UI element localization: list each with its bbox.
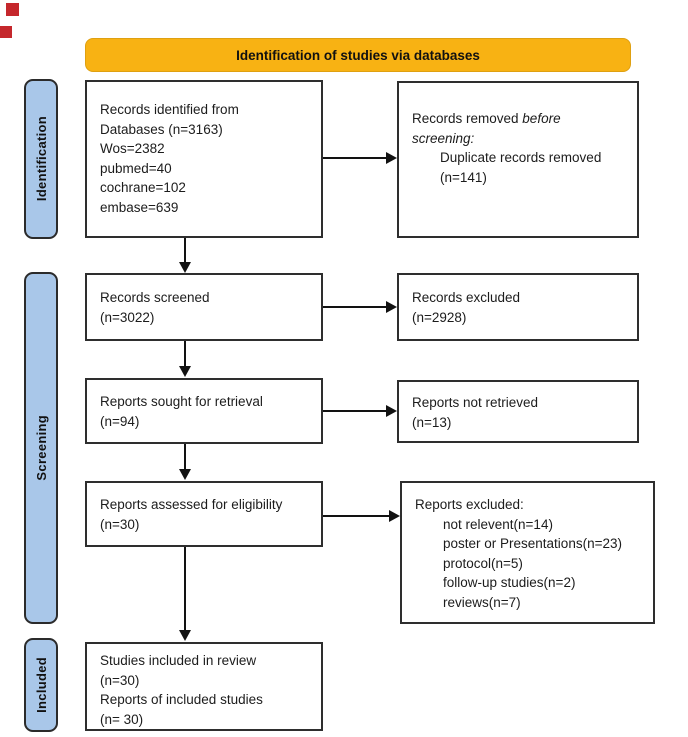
flow-line-vertical-2 (184, 341, 186, 367)
phase-label-identification: Identification (33, 116, 49, 202)
text-line: (n=13) (412, 414, 452, 430)
text-line: (n=94) (100, 413, 140, 429)
text-line: Wos=2382 (100, 141, 165, 156)
text-line: Records removed before (412, 109, 629, 129)
text-segment-italic: screening: (412, 130, 475, 146)
flow-line-horizontal-2 (323, 306, 386, 308)
text-line: cochrane=102 (100, 180, 186, 195)
text-line: (n=141) (440, 169, 487, 185)
box-reports-excluded: Reports excluded: not relevent(n=14) pos… (400, 481, 655, 624)
text-line: Studies included in review (100, 653, 257, 668)
flow-line-horizontal-4 (323, 515, 389, 517)
text-line: Records identified from (100, 102, 239, 117)
text-line: screening: (412, 129, 629, 149)
text-line: protocol(n=5) (443, 555, 523, 571)
flow-line-vertical-4 (184, 547, 186, 631)
text-line: follow-up studies(n=2) (443, 575, 576, 590)
arrow-down-icon (179, 262, 191, 273)
text-line: embase=639 (100, 199, 179, 215)
red-marker-left (0, 26, 12, 38)
text-line: Reports sought for retrieval (100, 394, 263, 409)
text-line: (n=30) (100, 516, 140, 532)
text-line: (n=2928) (412, 309, 467, 325)
box-reports-not-retrieved: Reports not retrieved (n=13) (397, 380, 639, 443)
text-line: reviews(n=7) (443, 594, 521, 610)
text-line: Reports excluded: (415, 497, 524, 512)
phase-label-screening: Screening (33, 415, 49, 481)
arrow-down-icon (179, 469, 191, 480)
arrow-right-icon (386, 301, 397, 313)
box-records-identified: Records identified from Databases (n=316… (85, 80, 323, 238)
text-line: poster or Presentations(n=23) (443, 536, 622, 551)
text-line: Duplicate records removed (440, 150, 602, 165)
flow-line-horizontal-1 (323, 157, 386, 159)
box-studies-included: Studies included in review (n=30) Report… (85, 642, 323, 731)
text-line: Reports not retrieved (412, 395, 539, 410)
arrow-right-icon (386, 152, 397, 164)
text-line: Records screened (100, 290, 210, 305)
banner-label: Identification of studies via databases (236, 47, 480, 63)
text-line: Databases (n=3163) (100, 121, 223, 137)
text-line: not relevent(n=14) (443, 516, 553, 532)
arrow-down-icon (179, 366, 191, 377)
text-segment-italic: before (522, 111, 561, 126)
red-marker-top (6, 3, 19, 16)
text-line: Reports of included studies (100, 692, 263, 707)
text-line: pubmed=40 (100, 160, 172, 176)
phase-bar-screening: Screening (24, 272, 58, 624)
text-line: Records excluded (412, 290, 521, 305)
banner-identification-of-studies: Identification of studies via databases (85, 38, 631, 72)
box-reports-assessed: Reports assessed for eligibility (n=30) (85, 481, 323, 547)
arrow-right-icon (389, 510, 400, 522)
phase-label-included: Included (33, 657, 49, 713)
box-reports-sought: Reports sought for retrieval (n=94) (85, 378, 323, 444)
box-records-excluded: Records excluded (n=2928) (397, 273, 639, 341)
phase-bar-included: Included (24, 638, 58, 732)
box-records-screened: Records screened (n=3022) (85, 273, 323, 341)
text-line: (n= 30) (100, 711, 144, 727)
phase-bar-identification: Identification (24, 79, 58, 239)
flow-line-vertical-3 (184, 444, 186, 470)
flow-line-horizontal-3 (323, 410, 386, 412)
text-line: (n=30) (100, 672, 140, 688)
text-line: (n=3022) (100, 309, 155, 325)
flow-line-vertical-1 (184, 238, 186, 263)
text-line: Reports assessed for eligibility (100, 497, 283, 512)
arrow-down-icon (179, 630, 191, 641)
arrow-right-icon (386, 405, 397, 417)
box-records-removed: Records removed before screening: Duplic… (397, 81, 639, 238)
text-segment: Records removed (412, 111, 523, 126)
